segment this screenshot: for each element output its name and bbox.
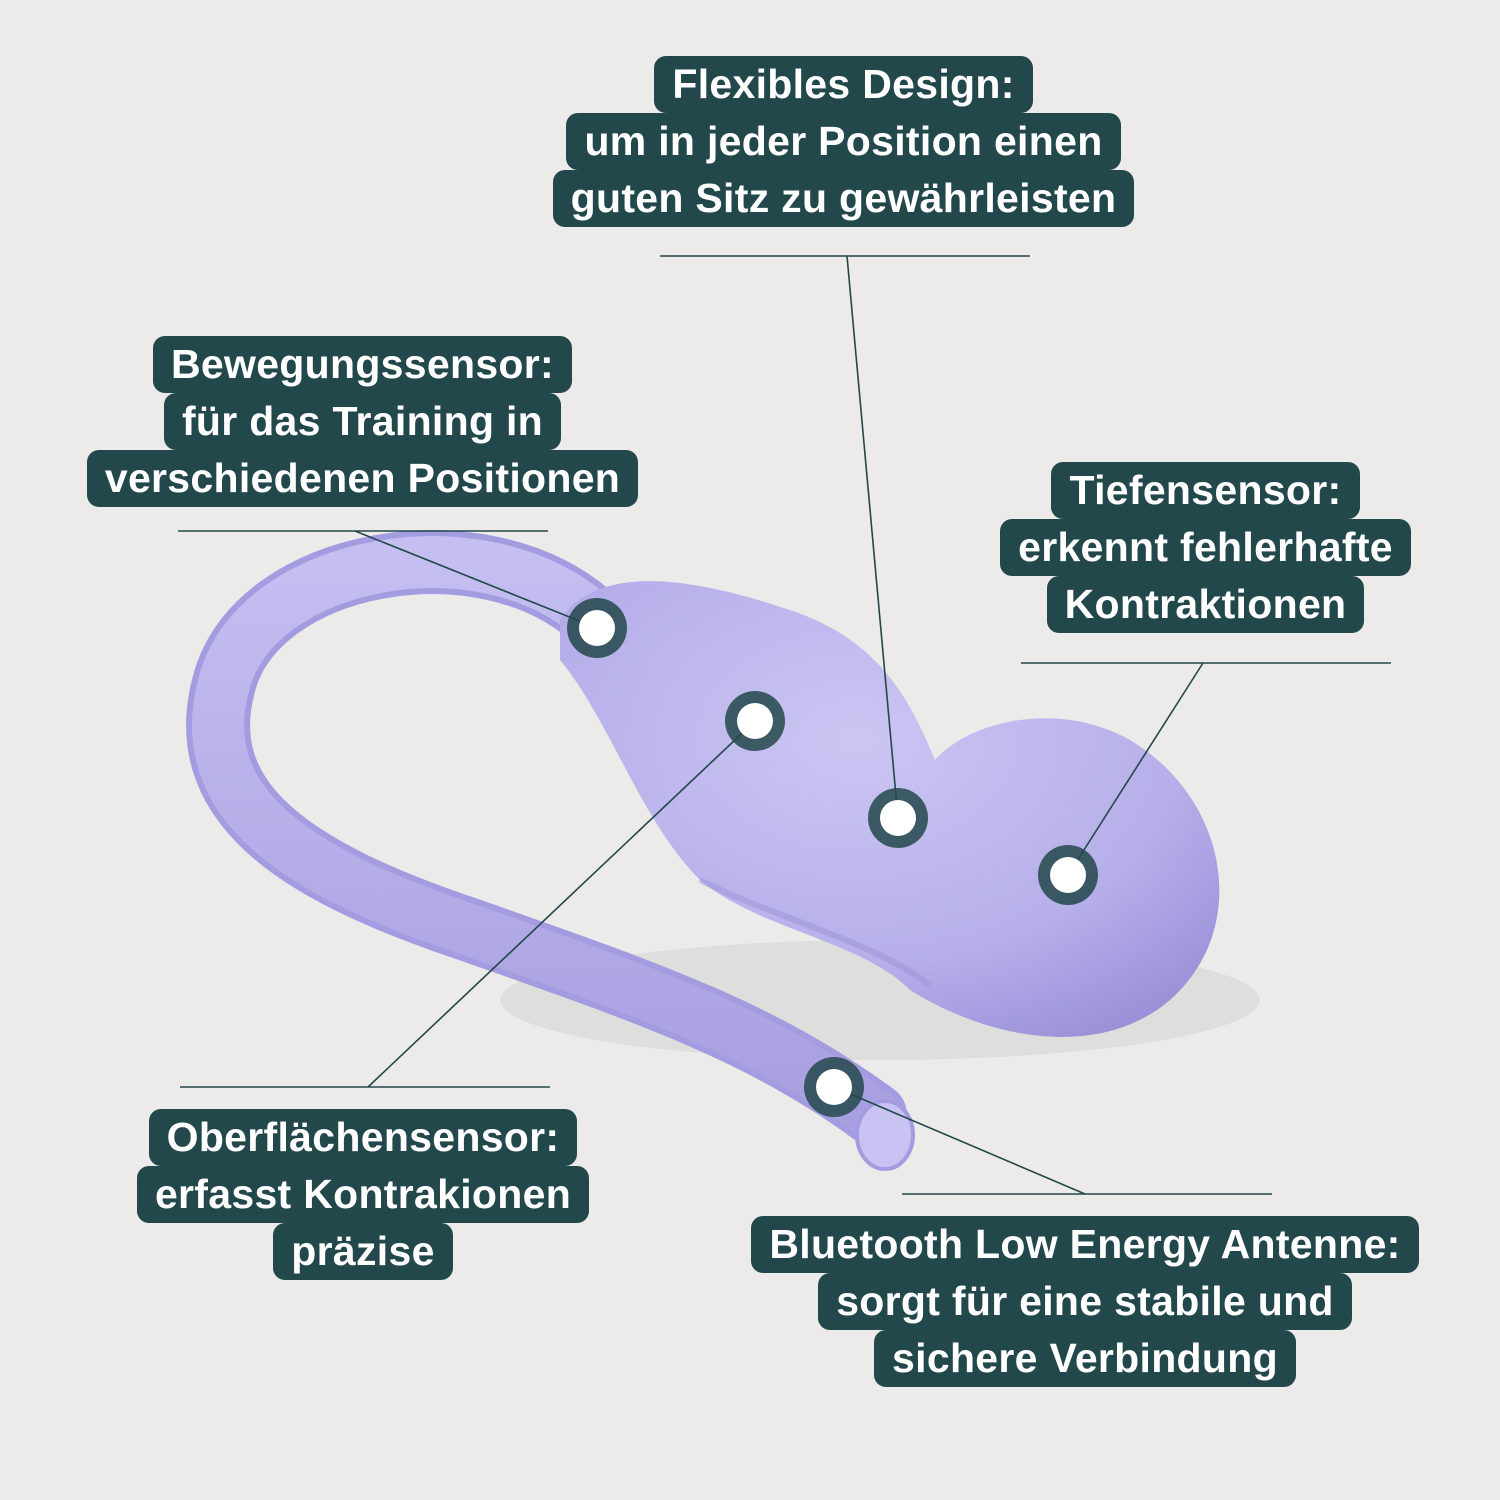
callout-line: guten Sitz zu gewährleisten (552, 170, 1135, 227)
callout-line: Flexibles Design: (654, 56, 1033, 113)
callout-line: Bluetooth Low Energy Antenne: (751, 1216, 1419, 1273)
leader-lines (178, 255, 1391, 1195)
marker-bluetooth-antenne (804, 1057, 864, 1117)
marker-oberflaechensensor (725, 691, 785, 751)
callout-tiefensensor: Tiefensensor: erkennt fehlerhafte Kontra… (990, 462, 1421, 633)
device-tail-end (855, 1099, 915, 1171)
marker-bewegungssensor (567, 598, 627, 658)
callout-line: Bewegungssensor: (153, 336, 572, 393)
callout-bluetooth-antenne: Bluetooth Low Energy Antenne: sorgt für … (730, 1216, 1440, 1387)
callout-line: Kontraktionen (1046, 576, 1365, 633)
marker-flexibles-design (868, 788, 928, 848)
marker-tiefensensor (1038, 845, 1098, 905)
callout-line: präzise (273, 1223, 453, 1280)
callout-bewegungssensor: Bewegungssensor: für das Training in ver… (73, 336, 652, 507)
callout-line: um in jeder Position einen (566, 113, 1121, 170)
callout-line: sichere Verbindung (874, 1330, 1296, 1387)
callout-line: sorgt für eine stabile und (818, 1273, 1352, 1330)
callout-oberflaechensensor: Oberflächensensor: erfasst Kontrakionen … (129, 1109, 597, 1280)
callout-line: für das Training in (163, 393, 562, 450)
callout-line: Tiefensensor: (1051, 462, 1360, 519)
callout-line: verschiedenen Positionen (86, 450, 639, 507)
callout-line: Oberflächensensor: (148, 1109, 578, 1166)
callout-flexibles-design: Flexibles Design: um in jeder Position e… (530, 56, 1157, 227)
callout-line: erkennt fehlerhafte (1000, 519, 1411, 576)
callout-line: erfasst Kontrakionen (136, 1166, 590, 1223)
